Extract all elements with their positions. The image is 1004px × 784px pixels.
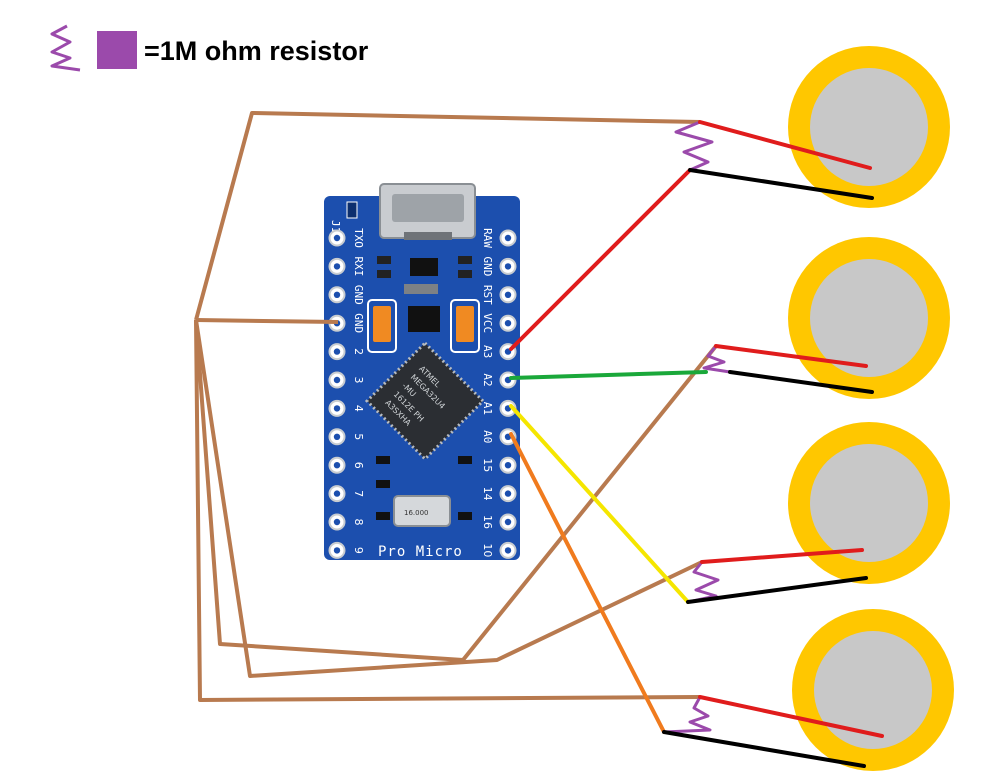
left-pin-label-gnd: GND (352, 313, 365, 333)
a3-signal-wire (509, 168, 692, 351)
piezo-sensor-4 (792, 609, 954, 771)
right-pin-label-gnd: GND (481, 256, 494, 276)
right-pin-hole-raw (504, 234, 512, 242)
left-pin-label-7: 7 (352, 490, 365, 497)
ground-wire-sensor-3 (194, 319, 703, 678)
sensor-4-red-lead (698, 695, 884, 738)
sensor-4-black-lead (662, 730, 866, 768)
a2-signal-wire (509, 370, 708, 380)
legend: =1M ohm resistor (50, 24, 369, 72)
ground-wire-sensor-4 (194, 319, 701, 702)
left-pin-hole-9 (333, 547, 341, 554)
resistor-4 (663, 696, 712, 734)
atmega-chip: ATMEL MEGA32U4 -MU 1612E PH A3SXHA (364, 340, 486, 462)
sensor-3-black-lead (686, 576, 868, 604)
right-pin-label-vcc: VCC (481, 313, 494, 333)
sensor-leads (662, 120, 884, 768)
right-pin-label-raw: RAW (481, 228, 494, 248)
a0-signal-wire (509, 432, 666, 734)
right-pin-label-15: 15 (481, 458, 494, 472)
left-pin-hole-txo (333, 234, 341, 242)
left-pin-label-9: 9 (352, 547, 365, 554)
crystal-text: 16.000 (404, 509, 429, 517)
sensor-1-red-lead (698, 120, 872, 170)
left-pin-hole-2 (333, 348, 341, 355)
left-pin-label-6: 6 (352, 462, 365, 469)
right-pin-hole-rst (504, 291, 512, 298)
left-pin-hole-5 (333, 433, 341, 440)
usb-connector (379, 183, 476, 240)
piezo-sensor-1 (788, 46, 950, 208)
left-pin-hole-rxi (333, 263, 341, 270)
resistor-squiggle-icon (50, 24, 81, 72)
sensor-1-black-lead (688, 168, 874, 200)
left-pin-hole-4 (333, 405, 341, 412)
right-pin-label-a3: A3 (481, 345, 494, 358)
resistor-swatch (97, 31, 137, 69)
left-pin-label-rxi: RXI (352, 256, 365, 276)
left-pin-hole-3 (333, 376, 341, 384)
right-pin-label-16: 16 (481, 515, 494, 529)
right-pin-label-14: 14 (481, 487, 494, 501)
right-pin-label-10: 10 (481, 543, 494, 557)
right-pin-label-a0: A0 (481, 430, 494, 443)
left-pin-header: TXO RXI GND GND 2 3 4 5 6 7 8 9 (328, 228, 365, 559)
right-pin-hole-vcc (504, 320, 512, 327)
crystal-oscillator: 16.000 (393, 495, 451, 527)
left-pin-hole-7 (333, 490, 341, 497)
left-pin-hole-8 (333, 518, 341, 526)
a1-signal-wire (509, 404, 690, 604)
sensor-3-red-lead (700, 548, 864, 564)
resistor-1 (674, 120, 714, 172)
left-pin-label-5: 5 (352, 433, 365, 440)
pro-micro-board: J1 ATMEL MEGA32U4 -MU 1612E PH A3SXHA (324, 183, 520, 560)
right-pin-hole-gnd (504, 263, 512, 270)
ground-wire-sensor-2 (194, 319, 718, 662)
right-pin-hole-16 (504, 518, 512, 526)
sensor-2-red-lead (714, 344, 868, 368)
right-pin-label-a2: A2 (481, 373, 494, 386)
piezo-sensor-3 (788, 422, 950, 584)
signal-wiring (509, 168, 708, 734)
left-pin-label-3: 3 (352, 377, 365, 384)
left-pin-label-2: 2 (352, 348, 365, 355)
right-pin-hole-10 (504, 547, 512, 554)
ground-wire-main (194, 111, 701, 321)
piezo-sensors (788, 46, 954, 771)
left-pin-hole-gnd (333, 291, 341, 298)
ground-wiring (194, 111, 718, 702)
right-pin-label-a1: A1 (481, 402, 494, 415)
right-pin-hole-15 (504, 462, 512, 469)
left-pin-label-txo: TXO (352, 228, 365, 248)
resistors (663, 120, 731, 734)
left-pin-label-gnd: GND (352, 285, 365, 305)
piezo-sensor-2 (788, 237, 950, 399)
resistor-2 (702, 345, 731, 374)
right-pin-hole-14 (504, 490, 512, 497)
left-pin-label-8: 8 (352, 519, 365, 526)
legend-text: =1M ohm resistor (144, 36, 369, 66)
right-pin-label-rst: RST (481, 285, 494, 305)
sensor-2-black-lead (728, 370, 874, 394)
left-pin-hole-6 (333, 462, 341, 469)
left-pin-label-4: 4 (352, 405, 365, 412)
ground-wire-to-gnd-pin (195, 318, 339, 324)
board-name: Pro Micro (378, 544, 463, 560)
